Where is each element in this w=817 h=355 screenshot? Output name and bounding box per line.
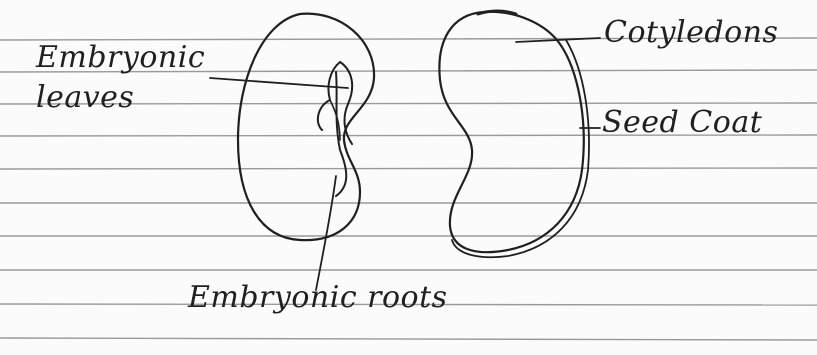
right-seed [439, 11, 589, 257]
left-seed-outline [238, 14, 374, 240]
label-cotyledons: Cotyledons [604, 18, 778, 48]
pointer-lines [210, 38, 600, 290]
roots-pointer [316, 176, 336, 290]
label-embryonic-leaves: Embryonic leaves [36, 38, 205, 118]
label-seed-coat: Seed Coat [602, 108, 762, 138]
label-embryonic-roots: Embryonic roots [188, 283, 448, 313]
left-seed [238, 14, 374, 240]
right-seed-outline [439, 12, 583, 252]
ruled-line [0, 338, 817, 340]
ruled-line [0, 168, 817, 169]
leaves-pointer [210, 78, 348, 88]
